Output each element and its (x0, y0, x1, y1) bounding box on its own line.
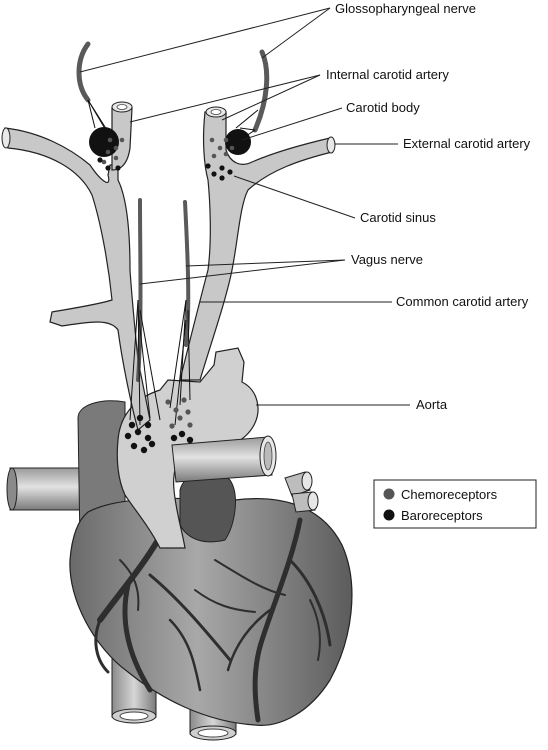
carotid-arteries (1, 101, 336, 432)
baroreceptor-legend-dot (383, 509, 395, 521)
coronary-arteries (94, 517, 332, 723)
left-carotid-body (89, 127, 119, 157)
right-carotid-body (225, 129, 251, 155)
label-vagus-nerve: Vagus nerve (351, 252, 423, 267)
left-glossopharyngeal-nerve (76, 41, 91, 103)
aorta (116, 347, 277, 549)
chemoreceptor-legend-dot (383, 488, 395, 500)
right-glossopharyngeal-nerve (252, 49, 270, 133)
right-common-carotid-artery (179, 111, 333, 381)
legend-box (373, 479, 537, 529)
legend: Chemoreceptors Baroreceptors (373, 479, 537, 529)
left-common-carotid-artery (4, 127, 151, 432)
label-carotid-body: Carotid body (346, 100, 420, 115)
right-vagus-nerve (183, 200, 191, 347)
legend-baroreceptors: Baroreceptors (401, 508, 483, 523)
label-carotid-sinus: Carotid sinus (360, 210, 436, 225)
chemoreceptor-dots (101, 137, 235, 429)
left-vessel (9, 467, 91, 511)
baroreceptor-dots (97, 157, 233, 454)
pulmonary-veins (284, 471, 319, 513)
nerve-fibers (87, 99, 259, 426)
labels: Glossopharyngeal nerve Internal carotid … (326, 1, 531, 412)
label-aorta: Aorta (416, 397, 448, 412)
leader-lines (79, 7, 410, 406)
label-glossopharyngeal-nerve: Glossopharyngeal nerve (335, 1, 476, 16)
label-internal-carotid-artery: Internal carotid artery (326, 67, 449, 82)
label-external-carotid-artery: External carotid artery (403, 136, 531, 151)
legend-chemoreceptors: Chemoreceptors (401, 487, 498, 502)
heart (6, 400, 353, 741)
label-common-carotid-artery: Common carotid artery (396, 294, 529, 309)
